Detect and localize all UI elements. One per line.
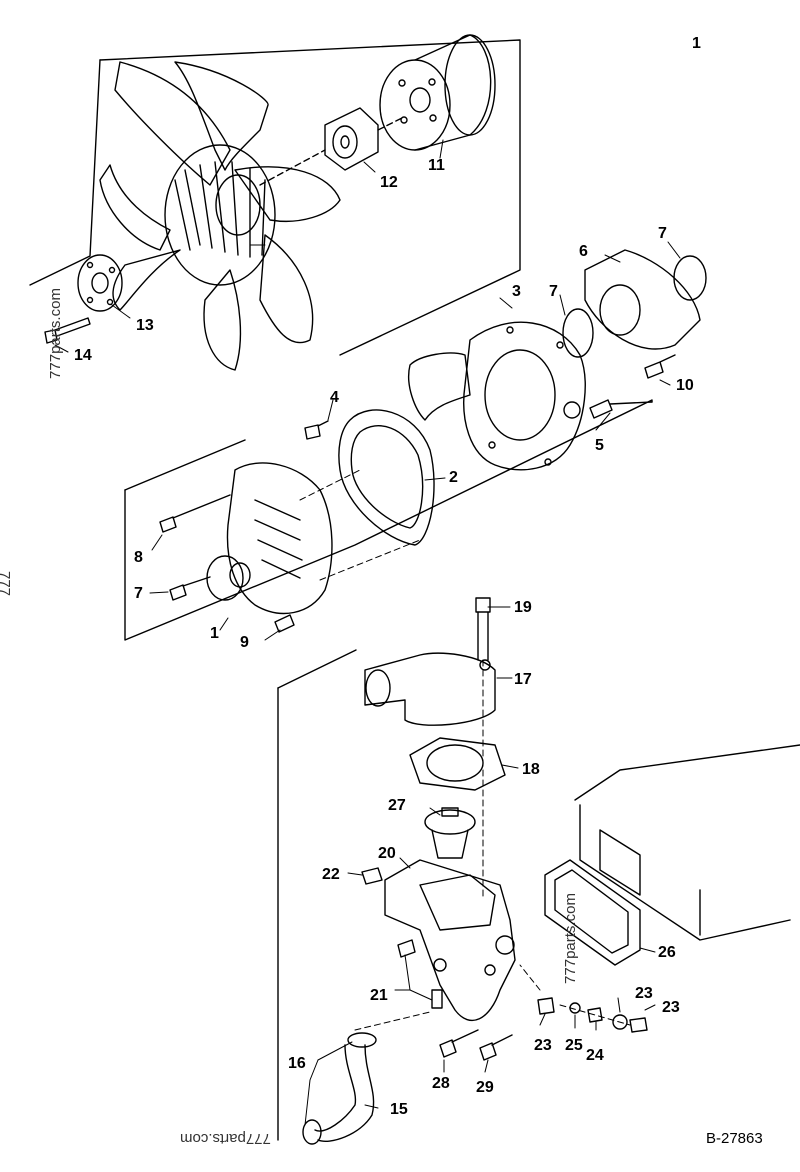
plug-25 bbox=[629, 1017, 648, 1033]
washer-24 bbox=[612, 1014, 628, 1030]
thermostat-gasket bbox=[409, 737, 506, 791]
pipe-flange bbox=[584, 249, 701, 350]
alignment-lines bbox=[299, 469, 631, 1031]
watermark-edge: 777 bbox=[0, 570, 14, 597]
callout-11: 10 bbox=[676, 377, 694, 394]
callout-22: 21 bbox=[370, 987, 388, 1004]
callout-26: 24 bbox=[586, 1047, 604, 1064]
fan-pulley bbox=[379, 34, 496, 151]
bolt-9 bbox=[159, 494, 231, 533]
bolt-8 bbox=[169, 576, 211, 601]
callout-6: 6 bbox=[579, 243, 588, 260]
callout-1: 1 bbox=[210, 625, 219, 642]
callout-23-left: 22 bbox=[322, 866, 340, 883]
callout-13: 12 bbox=[380, 174, 398, 191]
callout-23-right: 23 bbox=[534, 1037, 552, 1054]
watermark-bottom: 777parts.com bbox=[180, 1130, 271, 1147]
fan-bolt bbox=[44, 317, 91, 344]
callout-27: 25 bbox=[565, 1037, 583, 1054]
callout-8: 7 bbox=[134, 585, 143, 602]
bolt-11 bbox=[644, 354, 676, 379]
thermostat-cover bbox=[364, 652, 496, 726]
callout-7-left: 7 bbox=[549, 283, 558, 300]
callout-7-right: 7 bbox=[658, 225, 667, 242]
drawing-code: B-27863 bbox=[706, 1130, 763, 1147]
thermostat bbox=[424, 807, 476, 859]
fitting-23a bbox=[361, 867, 383, 885]
callout-15: 14 bbox=[74, 347, 92, 364]
bolt-4 bbox=[304, 420, 329, 440]
thermostat-housing bbox=[384, 859, 516, 1022]
fan-flange bbox=[77, 254, 123, 312]
water-pump-boundary bbox=[124, 399, 653, 641]
fan-assembly-boundary bbox=[29, 39, 521, 356]
callout-19: 18 bbox=[522, 761, 540, 778]
plug-26 bbox=[587, 1007, 603, 1023]
bolt-30 bbox=[439, 1029, 479, 1058]
fitting-22b bbox=[431, 989, 443, 1009]
pump-gasket bbox=[338, 409, 435, 546]
callout-29: 27 bbox=[388, 797, 406, 814]
o-ring-large bbox=[673, 255, 707, 301]
engine-block bbox=[574, 744, 800, 941]
callout-12: 11 bbox=[428, 157, 445, 174]
callout-5: 5 bbox=[595, 437, 604, 454]
watermark-top: 777parts.com bbox=[46, 288, 64, 379]
callout-31: 29 bbox=[476, 1079, 494, 1096]
watermark-mid: 777parts.com bbox=[561, 893, 579, 984]
callout-10: 9 bbox=[240, 634, 249, 651]
fitting-23b bbox=[537, 997, 555, 1015]
fan-spacer bbox=[324, 107, 379, 171]
bolt-10 bbox=[274, 614, 295, 633]
callout-20: 19 bbox=[514, 599, 532, 616]
cooling-fan bbox=[99, 61, 341, 371]
callout-25: 23 bbox=[662, 999, 680, 1016]
o-ring-small bbox=[562, 308, 594, 358]
plug-5 bbox=[589, 399, 613, 419]
callout-24: 23 bbox=[635, 985, 653, 1002]
pump-housing bbox=[408, 321, 586, 471]
thermostat-housing-boundary bbox=[277, 649, 357, 1141]
callout-1-top: 1 bbox=[692, 35, 701, 52]
callout-21: 20 bbox=[378, 845, 396, 862]
callout-16: 15 bbox=[390, 1101, 408, 1118]
callout-9: 8 bbox=[134, 549, 143, 566]
callout-3: 3 bbox=[512, 283, 521, 300]
callout-30: 28 bbox=[432, 1075, 450, 1092]
leader-lines bbox=[54, 139, 681, 1126]
bypass-hose bbox=[314, 1044, 375, 1142]
outlet-gasket bbox=[544, 859, 641, 966]
bolt-31 bbox=[479, 1034, 513, 1061]
bolt-20 bbox=[475, 597, 491, 661]
water-pump-body bbox=[206, 462, 333, 615]
callout-14: 13 bbox=[136, 317, 154, 334]
callout-28: 26 bbox=[658, 944, 676, 961]
callout-18: 17 bbox=[514, 671, 532, 688]
fitting-22a bbox=[397, 939, 416, 958]
callout-4: 4 bbox=[330, 389, 339, 406]
hose-clamps bbox=[302, 1032, 377, 1145]
callout-17: 16 bbox=[288, 1055, 306, 1072]
callout-2: 2 bbox=[449, 469, 458, 486]
